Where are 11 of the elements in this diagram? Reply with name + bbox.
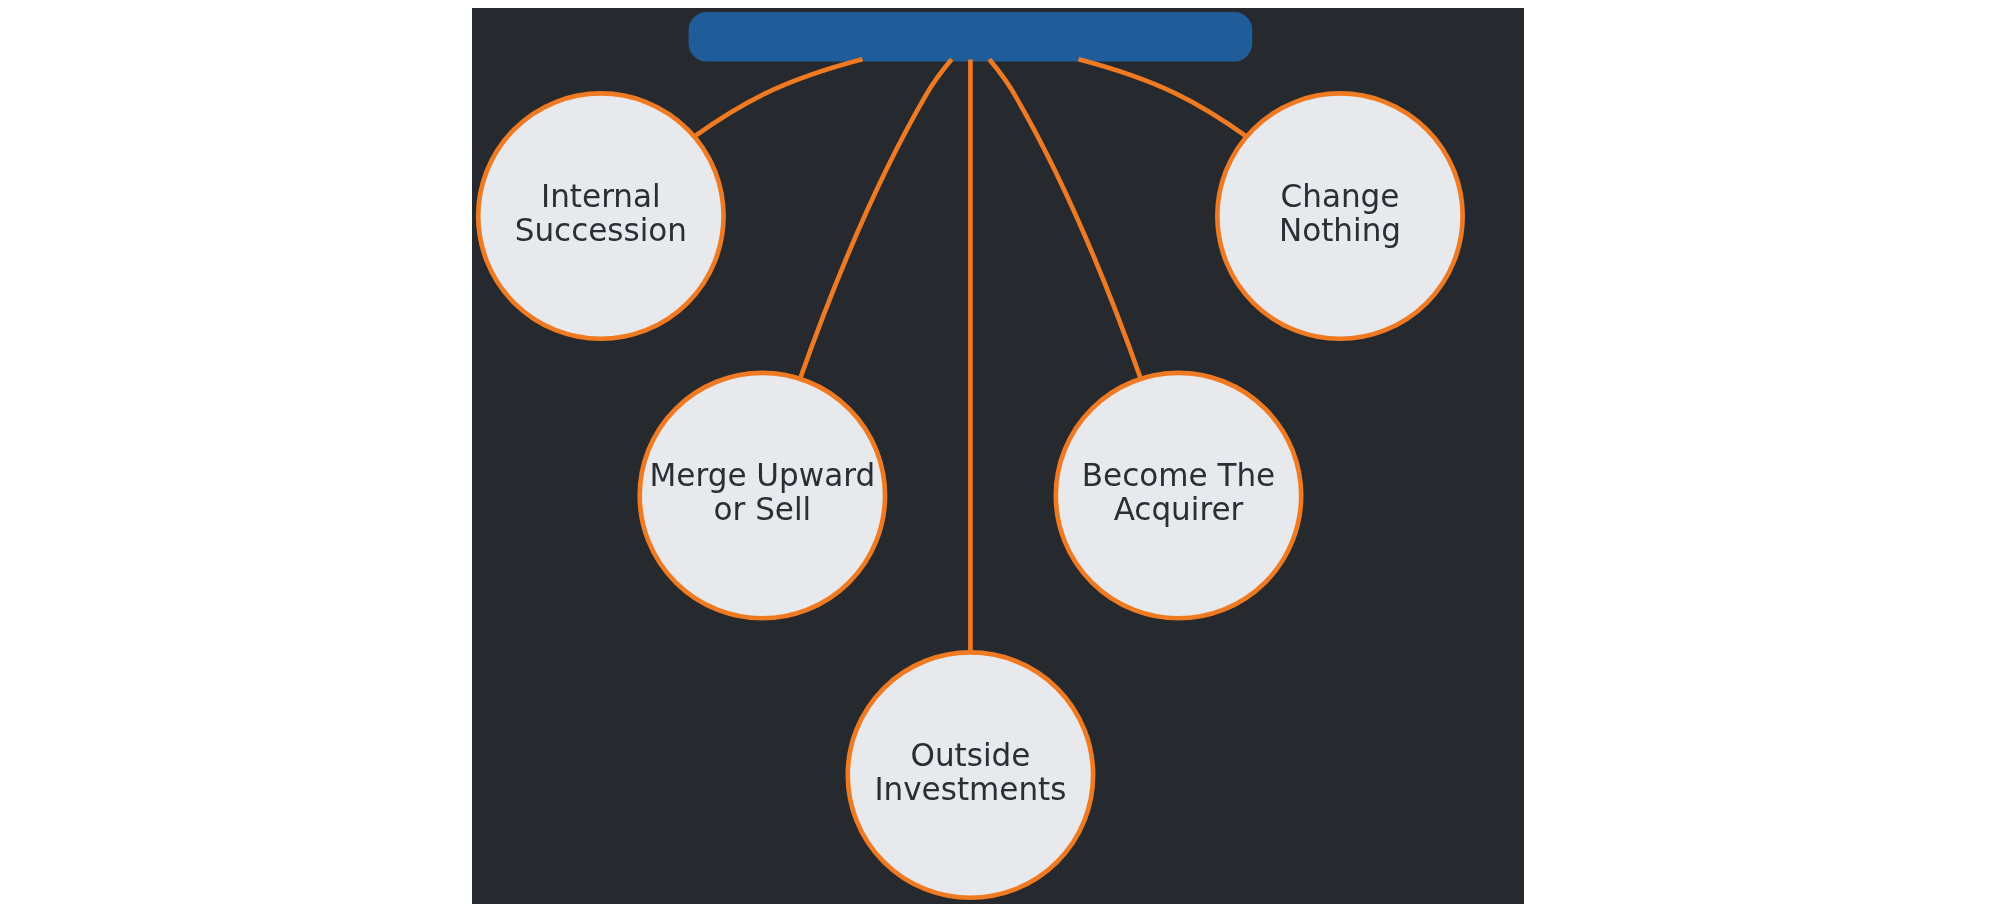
node-circle: Become The Acquirer xyxy=(1053,370,1304,621)
node-box xyxy=(688,11,1253,62)
connector xyxy=(693,57,863,139)
connector xyxy=(1077,57,1248,139)
connector xyxy=(968,59,973,652)
node-circle: Outside Investments xyxy=(845,650,1096,901)
node-circle: Change Nothing xyxy=(1215,91,1465,342)
node-circle: Merge Upward or Sell xyxy=(637,370,888,621)
node-circle: Internal Succession xyxy=(475,91,726,342)
connector xyxy=(987,57,1143,380)
connector xyxy=(797,57,954,380)
